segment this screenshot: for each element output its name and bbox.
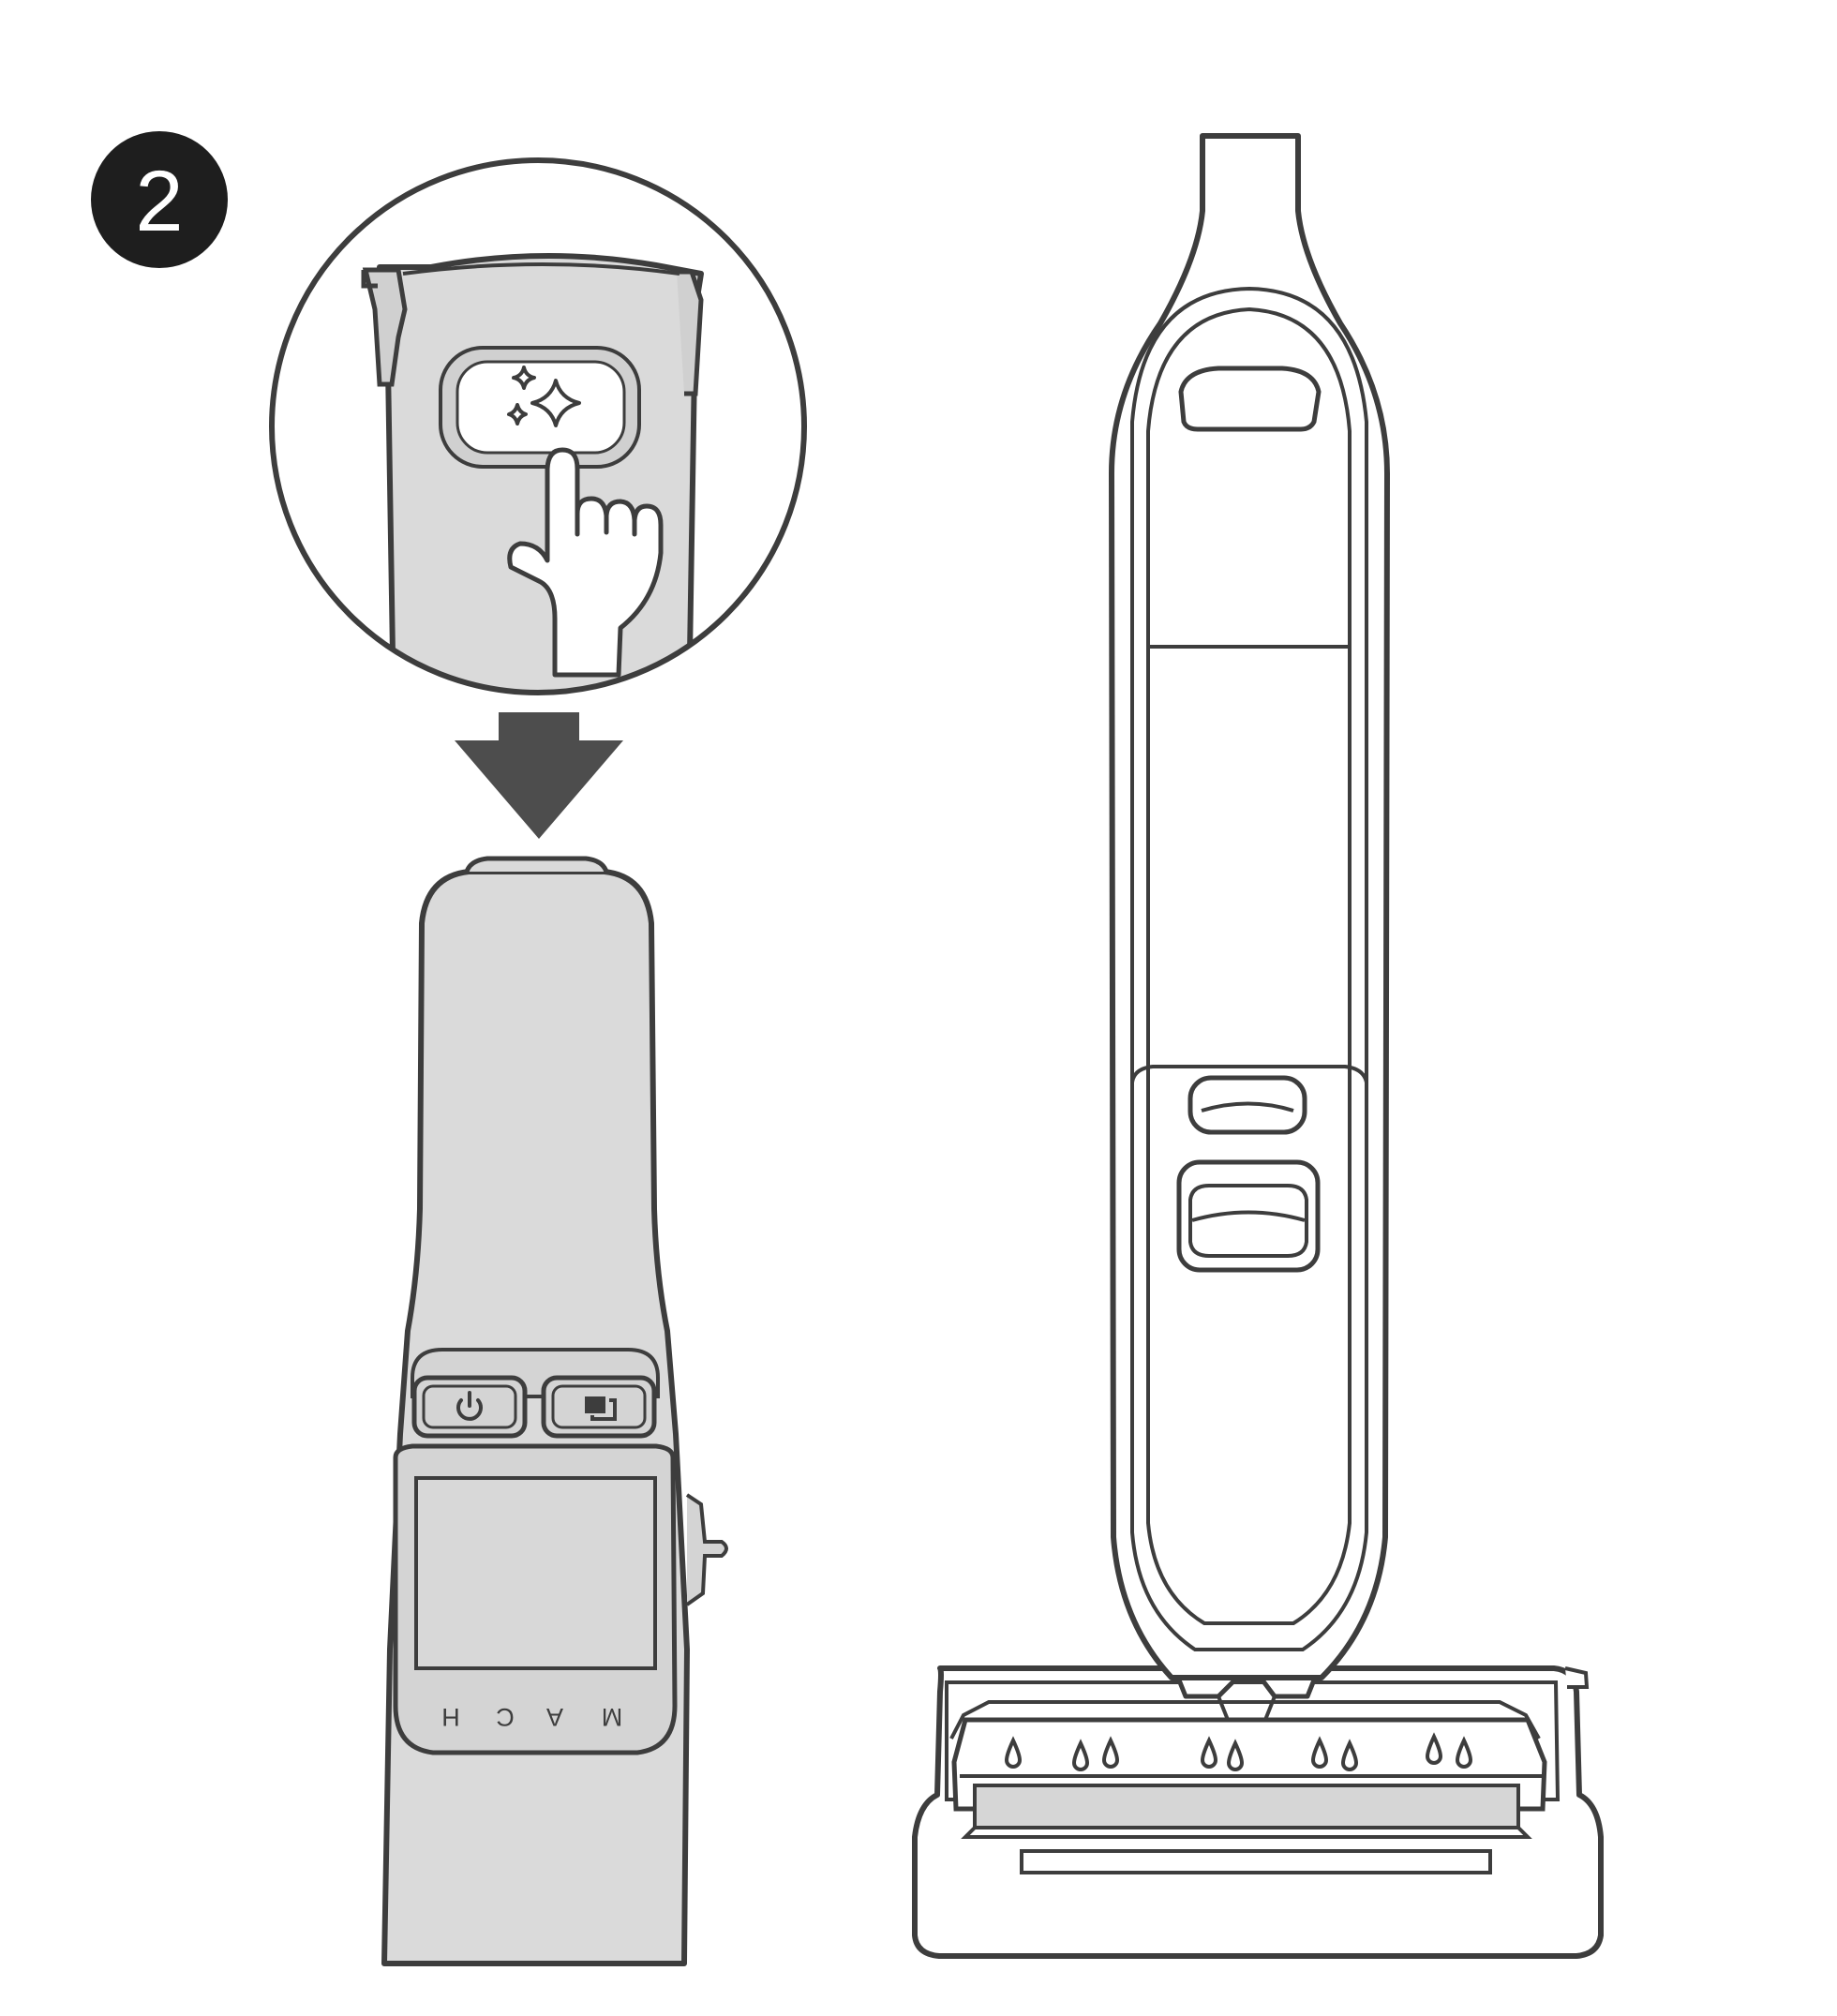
full-device	[912, 133, 1604, 1959]
brand-letter-2: A	[545, 1703, 563, 1731]
mode-icon	[585, 1396, 617, 1421]
brand-letter-0: H	[440, 1703, 460, 1731]
step-badge: 2	[91, 131, 228, 268]
zoom-callout	[269, 157, 807, 695]
brand-letter-3: M	[600, 1703, 623, 1731]
down-arrow-icon	[455, 712, 623, 839]
handle-closeup: H C A M	[381, 856, 728, 1966]
sparkle-icon	[507, 366, 581, 427]
display-screen	[414, 1476, 657, 1670]
brand-logo: H C A M	[440, 1703, 622, 1731]
water-drop-icon	[1004, 1732, 1473, 1771]
step-number: 2	[135, 154, 183, 249]
pointing-finger-icon	[507, 447, 664, 678]
power-icon	[456, 1391, 483, 1421]
brand-letter-1: C	[494, 1703, 515, 1731]
